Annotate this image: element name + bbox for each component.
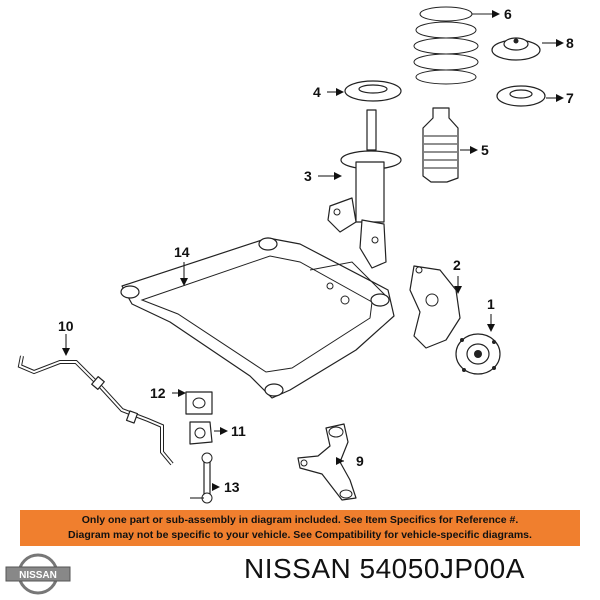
- stabilizer-bushing-part: [189, 421, 213, 445]
- callout-7: 7: [566, 90, 574, 106]
- logo-text: NISSAN: [19, 570, 57, 581]
- callout-13: 13: [224, 479, 240, 495]
- lower-control-arm-part: [297, 423, 357, 501]
- disclaimer-line-2: Diagram may not be specific to your vehi…: [68, 529, 532, 541]
- stabilizer-bar-part: [17, 355, 174, 466]
- callout-5: 5: [481, 142, 489, 158]
- callout-1: 1: [487, 296, 495, 312]
- strut-mount-part: [491, 37, 541, 61]
- arrow-8: [556, 39, 564, 47]
- wheel-hub-part: [455, 333, 501, 375]
- callout-6: 6: [504, 6, 512, 22]
- arrow-12: [178, 389, 186, 397]
- arrow-7: [556, 94, 564, 102]
- arrow-1: [487, 324, 495, 332]
- arrow-10: [62, 348, 70, 356]
- arrow-11: [220, 427, 228, 435]
- callout-10: 10: [58, 318, 74, 334]
- suspension-parts-diagram: 6 8 7 4 5: [17, 6, 574, 504]
- callout-2: 2: [453, 257, 461, 273]
- spring-seat-part: [344, 80, 402, 102]
- subframe-part: [120, 237, 395, 399]
- callout-3: 3: [304, 168, 312, 184]
- dust-boot-part: [422, 107, 459, 183]
- callout-12: 12: [150, 385, 166, 401]
- steering-knuckle-part: [409, 265, 461, 349]
- arrow-2: [454, 286, 462, 294]
- callout-9: 9: [356, 453, 364, 469]
- arrow-6: [492, 10, 500, 18]
- strut-bearing-part: [496, 85, 546, 107]
- arrow-3: [334, 172, 342, 180]
- callout-4: 4: [313, 84, 321, 100]
- callout-11: 11: [231, 423, 246, 439]
- stabilizer-bracket-part: [185, 391, 213, 415]
- callout-8: 8: [566, 35, 574, 51]
- arrow-4: [336, 88, 344, 96]
- callout-14: 14: [174, 244, 190, 260]
- arrow-5: [470, 146, 478, 154]
- coil-spring-part: [413, 6, 479, 85]
- nissan-logo: NISSAN: [5, 553, 71, 595]
- disclaimer-line-1: Only one part or sub-assembly in diagram…: [81, 514, 519, 526]
- arrow-9: [336, 457, 344, 465]
- part-number-title: NISSAN 54050JP00A: [244, 553, 525, 584]
- strut-assembly-part: [327, 109, 402, 269]
- arrow-14: [180, 278, 188, 286]
- arrow-13: [212, 483, 220, 491]
- stabilizer-link-part: [190, 452, 213, 504]
- disclaimer-banner: Only one part or sub-assembly in diagram…: [20, 510, 580, 546]
